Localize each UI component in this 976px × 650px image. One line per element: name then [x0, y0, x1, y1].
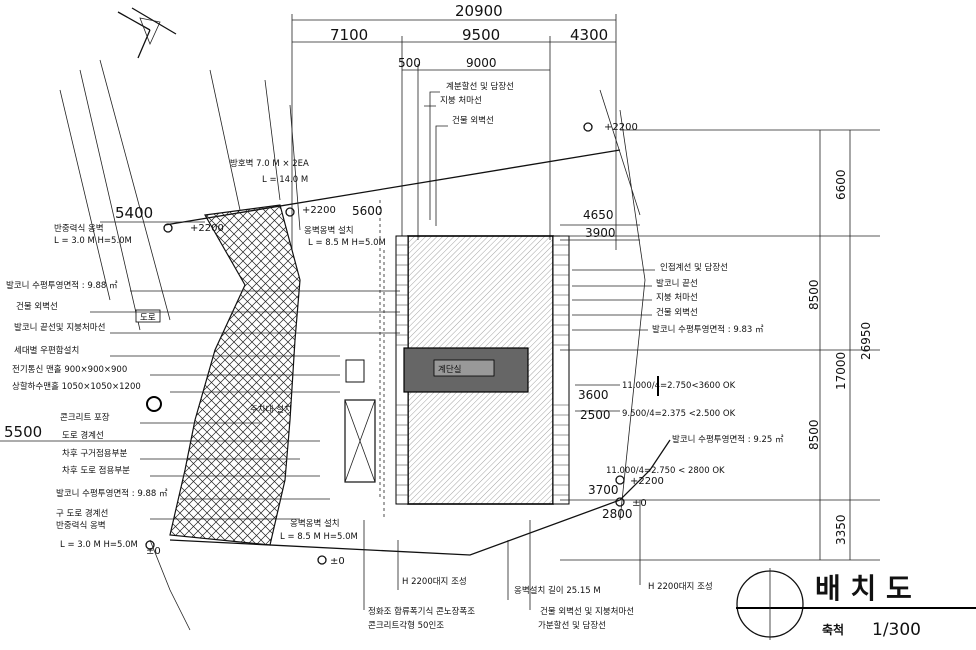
label-parking: 주차대 설치	[250, 404, 292, 415]
label-retaining-install-2: 옹벽옹벽 설치	[290, 518, 340, 529]
dimension-26950: 26950	[859, 322, 873, 360]
level-left-bottom: ±0	[146, 546, 161, 557]
label-balcony-area-left-1: 발코니 수평투영면적 : 9.88 ㎡	[6, 280, 118, 291]
label-check-2500: 9.500/4=2.375 <2.500 OK	[622, 409, 736, 419]
label-boundary-wall: 계분할선 및 담장선	[446, 81, 514, 92]
label-barrier-wall: 방호벽 7.0 M × 2EA	[230, 158, 309, 169]
stair-core	[403, 347, 529, 393]
level-right-mid: +2200	[630, 476, 664, 487]
label-telecom-manhole: 전기통신 맨홀 900×900×900	[12, 364, 127, 375]
balcony-right	[552, 235, 570, 505]
dimension-3350: 3350	[834, 514, 848, 545]
label-building-wall-right: 건물 외벽선	[656, 307, 698, 318]
label-retaining-install-1: 옹벽옹벽 설치	[304, 225, 354, 236]
dimension-5600: 5600	[352, 204, 383, 218]
level-mid-top: +2200	[302, 205, 336, 216]
top-dimension-lines	[291, 14, 617, 250]
title-block	[736, 568, 976, 640]
north-arrow-icon	[117, 7, 177, 59]
stair-core-label: 계단실	[438, 364, 461, 375]
dimension-6600: 6600	[834, 169, 848, 200]
dimension-3600: 3600	[578, 388, 609, 402]
label-ditch-occupy: 차후 구거점용부분	[62, 448, 127, 459]
label-old-road-boundary: 구 도로 경계선	[56, 508, 108, 519]
label-retaining-wall-2-size: L = 3.0 M H=5.0M	[60, 540, 138, 550]
label-site-grading-1: H 2200대지 조성	[402, 577, 467, 587]
label-balcony-eave: 발코니 끝선및 지붕처마선	[14, 322, 105, 333]
dimension-17000: 17000	[834, 352, 848, 390]
label-barrier-length: L = 14.0 M	[262, 175, 308, 185]
label-balcony-area-right-2: 발코니 수평투영면적 : 9.25 ㎡	[672, 434, 784, 445]
dimension-8500-b: 8500	[807, 419, 821, 450]
dimension-3900: 3900	[585, 226, 616, 240]
label-retaining-install-1-size: L = 8.5 M H=5.0M	[308, 238, 386, 248]
label-building-wall-left: 건물 외벽선	[16, 301, 58, 312]
scale-value: 1/300	[872, 620, 921, 640]
dimension-2800: 2800	[602, 507, 633, 521]
label-retaining-length: 옹벽설치 길이 25.15 M	[514, 585, 601, 596]
label-balcony-area-left-2: 발코니 수평투영면적 : 9.88 ㎡	[56, 488, 168, 499]
dimension-left-width: 7100	[330, 26, 368, 44]
label-balcony-edge: 발코니 끝선	[656, 278, 698, 289]
label-roof-eave-right: 지붕 처마선	[656, 293, 698, 303]
label-roof-eave: 지붕 처마선	[440, 96, 482, 106]
dimension-mid-width: 9500	[462, 26, 500, 44]
dimension-5500: 5500	[4, 423, 42, 441]
drawing-title: 배 치 도	[815, 572, 912, 605]
mailbox	[345, 359, 365, 383]
label-check-2800: 11.000/4=2.750 < 2800 OK	[606, 466, 725, 476]
label-septic-capacity: 콘크리트각형 50인조	[368, 620, 444, 631]
label-road: 도로	[140, 313, 156, 323]
dimension-inner-b: 9000	[466, 56, 497, 70]
dimension-2500: 2500	[580, 408, 611, 422]
label-check-3600: 11.000/4=2.750<3600 OK	[622, 381, 736, 391]
label-mailbox: 세대별 우편함설치	[14, 345, 79, 356]
label-balcony-area-right-1: 발코니 수평투영면적 : 9.83 ㎡	[652, 324, 764, 335]
dimension-5400: 5400	[115, 204, 153, 222]
label-adjacent-boundary: 인접계선 및 담장선	[660, 262, 728, 273]
dimension-right-width: 4300	[570, 26, 608, 44]
label-septic-type: 정화조 합류폭기식 콘노장폭조	[368, 606, 475, 617]
level-right-bottom: ±0	[632, 498, 647, 509]
label-building-wall: 건물 외벽선	[452, 115, 494, 126]
label-road-boundary: 도로 경계선	[62, 430, 104, 441]
label-site-grading-2: H 2200대지 조성	[648, 582, 713, 592]
scale-label: 축척	[822, 622, 844, 637]
dimension-total-width: 20900	[455, 2, 503, 20]
label-retaining-wall-1-size: L = 3.0 M H=5.0M	[54, 236, 132, 246]
label-retaining-install-2-size: L = 8.5 M H=5.0M	[280, 532, 358, 542]
level-right-top: +2200	[604, 122, 638, 133]
label-retaining-wall-2: 반중력식 옹벽	[56, 520, 106, 531]
label-retaining-wall-1: 반중력식 옹벽	[54, 223, 104, 234]
dimension-inner-a: 500	[398, 56, 421, 70]
right-dimension-lines	[560, 129, 880, 561]
label-division-wall: 가분할선 및 담장선	[538, 620, 606, 631]
label-road-occupy: 차후 도로 점용부분	[62, 465, 130, 476]
level-left-top: +2200	[190, 223, 224, 234]
septic-tank	[344, 399, 376, 483]
label-concrete-paving: 콘크리트 포장	[60, 412, 110, 423]
site-boundary-lines	[59, 59, 671, 631]
dimension-3700: 3700	[588, 483, 619, 497]
level-bottom-center: ±0	[330, 556, 345, 567]
label-sewer-manhole: 상할하수맨홀 1050×1050×1200	[12, 381, 141, 392]
label-wall-and-eave: 건물 외벽선 및 지붕처마선	[540, 606, 634, 617]
level-marker-icon	[145, 122, 625, 565]
dimension-4650: 4650	[583, 208, 614, 222]
dimension-8500-a: 8500	[807, 279, 821, 310]
